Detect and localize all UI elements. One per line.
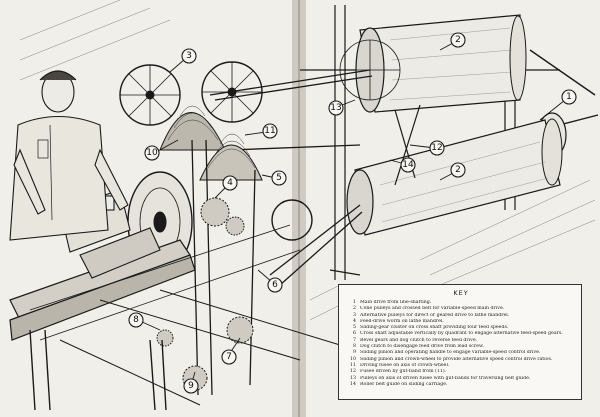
- key-item-text: Dog clutch to disengage feed drive from …: [360, 344, 484, 350]
- svg-text:2: 2: [455, 165, 461, 175]
- svg-text:3: 3: [186, 51, 192, 61]
- svg-text:10: 10: [146, 148, 158, 158]
- key-item: 7 Bevel gears and dog clutch to reverse …: [347, 338, 575, 344]
- svg-text:4: 4: [227, 178, 233, 188]
- key-item: 3 Alternative pulleys for direct or gear…: [347, 313, 575, 319]
- callout-5: 5: [271, 170, 287, 186]
- key-item: 2 Cone pulleys and crossed belt for vari…: [347, 306, 575, 312]
- lower-cone-drum: [346, 118, 563, 236]
- svg-text:7: 7: [226, 352, 232, 362]
- svg-text:9: 9: [188, 381, 194, 391]
- key-item-text: Driving fusee on axis of crown-wheel.: [360, 362, 450, 368]
- key-item-number: 10: [350, 356, 356, 362]
- callout-6: 6: [267, 277, 283, 293]
- fusee-cones: [159, 105, 263, 181]
- callout-7: 7: [221, 349, 237, 365]
- key-item-text: Alternative pulleys for direct or geared…: [360, 312, 510, 318]
- key-item: 11 Driving fusee on axis of crown-wheel.: [347, 363, 575, 369]
- key-item-text: Pulleys on axis of driven fusee with gut…: [360, 375, 531, 381]
- key-item-text: Cross shaft adjustable vertically by qua…: [360, 331, 563, 337]
- key-item-number: 11: [350, 362, 356, 368]
- key-item-number: 8: [353, 344, 356, 350]
- callout-13: 13: [328, 100, 344, 116]
- svg-text:5: 5: [276, 173, 282, 183]
- key-item: 13 Pulleys on axis of driven fusee with …: [347, 376, 575, 382]
- flywheel: [271, 199, 313, 241]
- vertical-spindles: [191, 139, 256, 396]
- overhead-pulleys: [119, 61, 263, 126]
- key-item: 12 Fusee driven by gut-band from (11).: [347, 369, 575, 375]
- key-item-text: Sliding pinion and crown-wheel to provid…: [360, 356, 553, 362]
- svg-text:14: 14: [402, 160, 414, 170]
- svg-text:6: 6: [272, 280, 278, 290]
- key-item-text: Fusee driven by gut-band from (11).: [360, 369, 447, 375]
- key-item-number: 9: [353, 350, 356, 356]
- key-item: 5 Sliding-gear cluster on cross shaft pr…: [347, 325, 575, 331]
- svg-text:2: 2: [455, 35, 461, 45]
- callout-14: 14: [400, 157, 416, 173]
- svg-text:11: 11: [264, 126, 275, 136]
- key-item: 8 Dog clutch to disengage feed drive fro…: [347, 344, 575, 350]
- key-item-text: Main drive from line-shafting.: [360, 300, 432, 305]
- key-item: 4 Feed-drive worm on lathe mandrel.: [347, 319, 575, 325]
- key-item: 10 Sliding pinion and crown-wheel to pro…: [347, 357, 575, 363]
- key-item-text: Roller belt guide on sliding carriage.: [360, 381, 448, 387]
- key-item-number: 6: [353, 331, 356, 337]
- key-item-number: 7: [353, 337, 356, 343]
- key-item: 6 Cross shaft adjustable vertically by q…: [347, 331, 575, 337]
- key-item-text: Cone pulleys and crossed belt for variab…: [360, 306, 505, 312]
- key-item-number: 5: [353, 325, 356, 331]
- key-item-number: 14: [350, 381, 356, 387]
- main-drive-belt: [529, 49, 599, 131]
- callout-2-upper: 2: [450, 32, 466, 48]
- callout-12: 12: [429, 140, 445, 156]
- callout-11: 11: [262, 123, 278, 139]
- key-item: 14 Roller belt guide on sliding carriage…: [347, 382, 575, 388]
- key-item-number: 1: [353, 300, 356, 305]
- svg-text:8: 8: [133, 315, 139, 325]
- upper-cone-drum: [339, 14, 527, 113]
- key-legend: KEY 1 Main drive from line-shafting. 2 C…: [338, 284, 582, 400]
- key-item-number: 2: [353, 306, 356, 312]
- callout-markers: 1 2 2 3 4 5 6 7 8 9 10 11 12 13 14: [128, 32, 577, 394]
- background-hatching: [19, 0, 596, 321]
- callout-9: 9: [183, 378, 199, 394]
- key-item-number: 12: [350, 369, 356, 375]
- callout-1: 1: [561, 89, 577, 105]
- key-item-text: Sliding-gear cluster on cross shaft prov…: [360, 325, 509, 331]
- callout-10: 10: [144, 145, 160, 161]
- callout-2-lower: 2: [450, 162, 466, 178]
- machinist-figure: [9, 70, 129, 241]
- key-item-number: 3: [353, 312, 356, 318]
- callout-4: 4: [222, 175, 238, 191]
- key-list: 1 Main drive from line-shafting. 2 Cone …: [347, 300, 575, 388]
- gear-train: [156, 197, 254, 391]
- lathe-legs: [29, 329, 167, 411]
- cross-shafts: [209, 69, 373, 286]
- key-item-text: Sliding pinion and operating handle to e…: [360, 350, 541, 356]
- callout-3: 3: [181, 48, 197, 64]
- key-title: KEY: [453, 289, 469, 297]
- callout-8: 8: [128, 312, 144, 328]
- key-item-number: 13: [350, 375, 356, 381]
- svg-text:12: 12: [431, 143, 442, 153]
- key-item: 9 Sliding pinion and operating handle to…: [347, 350, 575, 356]
- key-item-text: Bevel gears and dog clutch to reverse fe…: [360, 337, 478, 343]
- feed-rods: [59, 289, 341, 406]
- key-item-text: Feed-drive worm on lathe mandrel.: [360, 318, 444, 324]
- svg-text:13: 13: [330, 103, 341, 113]
- svg-text:1: 1: [566, 92, 572, 102]
- key-item: 1 Main drive from line-shafting.: [347, 300, 575, 306]
- key-item-number: 4: [353, 318, 356, 324]
